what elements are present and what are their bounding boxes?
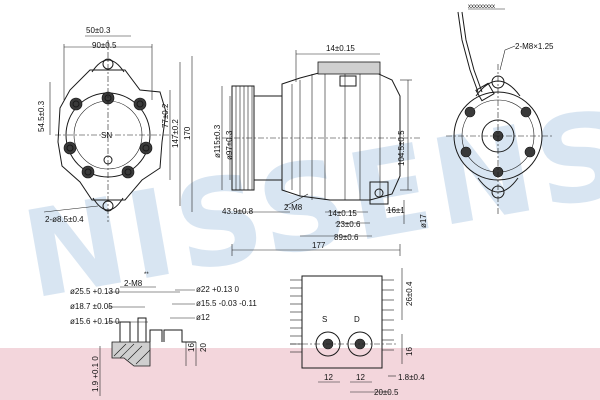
port-section (111, 341, 151, 367)
side-dim-diam-right: ø17 (419, 214, 428, 228)
side-dim-small-a: 16±1 (387, 206, 405, 215)
top-ports (317, 61, 381, 75)
rear-port-note: 2-M8×1.25 (515, 42, 554, 51)
port-d1: ø25.5 +0.13 0 (70, 287, 120, 296)
side-dim-mid-a: 14±0.15 (328, 209, 357, 218)
port-thread: 2-M8 (124, 279, 143, 288)
port-hatch (113, 343, 151, 365)
port-d3: ø18.7 ±0.05 (70, 302, 113, 311)
front-bolt-note: 2-ø8.5±0.4 (45, 215, 84, 224)
rear-small-note: xxxxxxxxx (468, 4, 495, 10)
port-d5: ø15.6 +0.15 0 (70, 317, 120, 326)
front-dim-147: 147±0.2 (171, 119, 180, 148)
bottom-port-d: D (354, 315, 360, 324)
side-dim-left-offset: 43.9±0.8 (222, 207, 254, 216)
front-view: 50±0.3 90±0.5 54.5±0.3 77±0.2 147±0.2 17… (37, 26, 193, 224)
side-view: 14±0.15 ø115±0.3 ø97±0.3 104.5±0.5 2-M8 … (213, 44, 428, 256)
front-dim-77: 77±0.2 (161, 103, 170, 128)
front-dim-90: 90±0.5 (92, 41, 117, 50)
electric-wire (461, 11, 483, 93)
port-d6: ø12 (196, 313, 210, 322)
front-flange-outline (57, 69, 167, 201)
side-dim-mid-b: 23±0.6 (336, 220, 361, 229)
port-detail: 16 20 1.9 +0.1 0 ø25.5 +0.13 0 2-M8 ** ø… (70, 272, 257, 396)
front-dim-170: 170 (183, 126, 192, 140)
port-h2: 20 (199, 343, 208, 352)
port-note: ** (144, 272, 149, 278)
bottom-body (301, 275, 383, 369)
side-dim-total: 177 (312, 241, 326, 250)
rear-bolts (460, 106, 536, 178)
bottom-dim-c: 20±0.5 (374, 388, 399, 397)
side-dim-pulley-outer: ø115±0.3 (213, 124, 222, 158)
bottom-port-s: S (322, 315, 327, 324)
bottom-dim-height-right: 16 (405, 347, 414, 356)
bottom-dim-right-small: 1.8±0.4 (398, 373, 425, 382)
port-h1: 16 (187, 343, 196, 352)
side-thread-note: 2-M8 (284, 203, 303, 212)
bottom-fins (290, 279, 394, 353)
bottom-dim-top-right: 26±0.4 (405, 281, 414, 306)
mount-ear (369, 181, 389, 205)
side-dim-mid-c: 89±0.6 (334, 233, 359, 242)
port-d4: ø15.5 -0.03 -0.11 (196, 299, 257, 308)
front-dim-50: 50±0.3 (86, 26, 111, 35)
side-dim-pulley-inner: ø97±0.3 (225, 130, 234, 160)
side-dim-right-height: 104.5±0.5 (397, 130, 406, 166)
bottom-dim-b: 12 (356, 373, 365, 382)
front-dim-54: 54.5±0.3 (37, 100, 46, 132)
side-dim-top: 14±0.15 (326, 44, 355, 53)
rear-view: xxxxxxxxx 2-M8×1.25 (446, 4, 554, 214)
bottom-dim-a: 12 (324, 373, 333, 382)
front-center-mark: SN (101, 131, 112, 140)
port-h3: 1.9 +0.1 0 (91, 356, 100, 392)
bottom-view: S D 26±0.4 16 12 12 20±0.5 1.8±0.4 (290, 268, 425, 397)
front-bolts (63, 91, 153, 179)
port-d2: ø22 +0.13 0 (196, 285, 239, 294)
